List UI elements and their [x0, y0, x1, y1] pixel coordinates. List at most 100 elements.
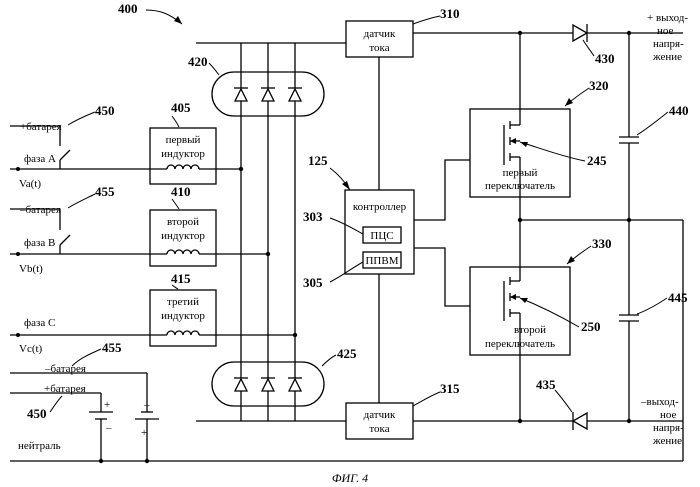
leader-440	[637, 112, 668, 135]
figure-ref-400: 400	[118, 1, 138, 16]
output-diode-top	[573, 24, 587, 42]
leader-435	[555, 390, 572, 412]
svg-text:первый: первый	[166, 134, 201, 146]
ref-250: 250	[581, 319, 601, 334]
leader-310	[413, 16, 440, 24]
svg-text:датчик: датчик	[364, 28, 396, 40]
leader-450-top	[68, 112, 95, 125]
phase-a-terminal	[16, 167, 20, 171]
svg-text:напря-: напря-	[653, 422, 684, 434]
svg-text:жение: жение	[652, 51, 682, 63]
leader-410	[172, 199, 179, 209]
svg-text:+: +	[104, 399, 110, 411]
ref-450-top: 450	[95, 103, 115, 118]
ref-315: 315	[440, 381, 460, 396]
ref-125: 125	[308, 153, 328, 168]
figure-caption: ФИГ. 4	[332, 471, 368, 485]
output-plus-label: + выход- ное напря- жение	[647, 12, 688, 63]
node-bottom-switch	[518, 419, 522, 423]
svg-text:второй: второй	[514, 324, 546, 336]
svg-text:ное: ное	[657, 25, 674, 37]
leader-430	[583, 40, 594, 56]
arrowhead-330	[567, 256, 575, 264]
ref-440: 440	[669, 103, 689, 118]
svg-text:–: –	[143, 399, 150, 411]
ref-435: 435	[536, 377, 556, 392]
ref-310: 310	[440, 6, 460, 21]
ref-430: 430	[595, 51, 615, 66]
svg-text:ПЦС: ПЦС	[370, 230, 393, 242]
svg-text:тока: тока	[369, 423, 389, 435]
battery-plus-1-label: +батарея	[20, 121, 62, 133]
ref-425: 425	[337, 346, 357, 361]
ref-330: 330	[592, 236, 612, 251]
svg-text:напря-: напря-	[653, 38, 684, 50]
vc-label: Vc(t)	[19, 343, 43, 355]
ref-405: 405	[171, 100, 191, 115]
node-mid-cap	[627, 218, 631, 222]
neutral-node-1	[99, 459, 103, 463]
ref-420: 420	[188, 54, 208, 69]
ref-305: 305	[303, 275, 323, 290]
ref-410: 410	[171, 184, 191, 199]
battery-1: + –	[89, 393, 113, 461]
phase-b-terminal	[16, 252, 20, 256]
node-bottom-cap	[627, 419, 631, 423]
svg-text:контроллер: контроллер	[353, 201, 407, 213]
leader-425	[322, 355, 336, 366]
node-mid-switch	[518, 218, 522, 222]
svg-text:индуктор: индуктор	[161, 310, 205, 322]
leader-315	[413, 392, 440, 406]
svg-text:индуктор: индуктор	[161, 148, 205, 160]
ref-245: 245	[587, 153, 607, 168]
arrowhead-320	[565, 98, 573, 106]
svg-text:жение: жение	[652, 435, 682, 447]
leader-405	[172, 116, 179, 127]
vb-label: Vb(t)	[19, 263, 43, 275]
svg-text:индуктор: индуктор	[161, 230, 205, 242]
svg-text:датчик: датчик	[364, 409, 396, 421]
phase-c-terminal	[16, 333, 20, 337]
current-sensor-top: датчик тока	[346, 21, 413, 57]
svg-text:тока: тока	[369, 42, 389, 54]
svg-text:–: –	[105, 422, 112, 434]
ref-450-bottom: 450	[27, 406, 47, 421]
svg-text:+: +	[141, 427, 147, 439]
switch-a-blade	[60, 150, 70, 160]
va-label: Va(t)	[19, 178, 41, 190]
svg-text:ППВМ: ППВМ	[365, 255, 398, 267]
node-top-cap	[627, 31, 631, 35]
leader-455-top	[68, 194, 95, 208]
ref-320: 320	[589, 78, 609, 93]
svg-text:–выход-: –выход-	[640, 396, 679, 408]
leader-420	[209, 63, 219, 75]
controller: контроллер ПЦС ППВМ	[345, 190, 414, 274]
ref-455-bottom: 455	[102, 340, 122, 355]
phase-a-label: фаза A	[24, 153, 56, 165]
phase-b-label: фаза B	[24, 237, 55, 249]
second-inductor: второй индуктор	[150, 210, 216, 266]
node-top-switch	[518, 31, 522, 35]
arrowhead-125	[342, 181, 350, 190]
battery-2: – +	[135, 373, 159, 461]
neutral-node-2	[145, 459, 149, 463]
first-inductor: первый индуктор	[150, 128, 216, 184]
svg-text:второй: второй	[167, 216, 199, 228]
neutral-label: нейтраль	[18, 440, 61, 452]
ref-arrowhead-400	[174, 16, 182, 24]
switch-b-blade	[60, 235, 70, 245]
third-inductor: третий индуктор	[150, 290, 216, 346]
ref-303: 303	[303, 209, 323, 224]
svg-text:ное: ное	[660, 409, 677, 421]
battery-minus-2-label: –батарея	[44, 363, 86, 375]
leader-450-bottom	[50, 396, 62, 412]
current-sensor-bottom: датчик тока	[346, 403, 413, 439]
controller-to-switch2	[414, 248, 472, 306]
battery-minus-1-label: –батарея	[19, 204, 61, 216]
phase-c-label: фаза C	[24, 317, 55, 329]
output-diode-bottom	[573, 412, 587, 430]
svg-text:+ выход-: + выход-	[647, 12, 688, 24]
ref-455-top: 455	[95, 184, 115, 199]
leader-445	[637, 298, 667, 314]
